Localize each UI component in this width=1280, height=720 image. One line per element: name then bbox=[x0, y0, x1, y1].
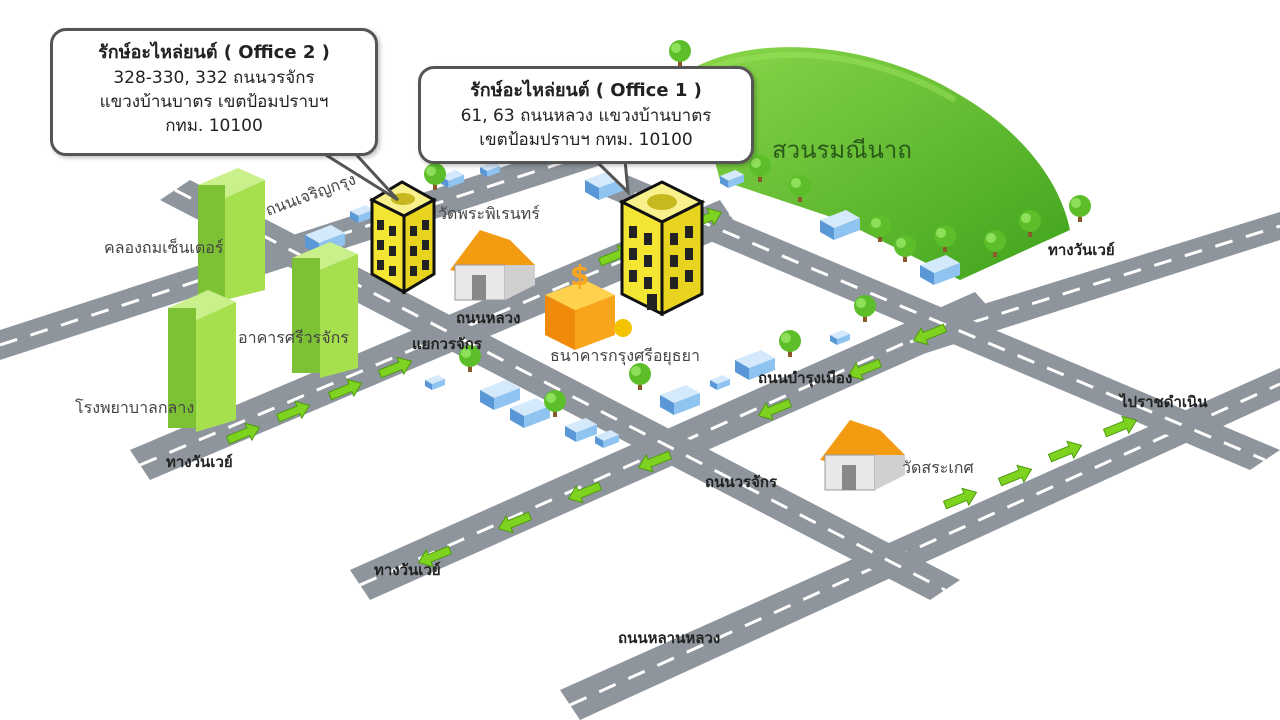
label-central-hospital: โรงพยาบาลกลาง bbox=[75, 398, 195, 417]
office-1-address-line-2: เขตป้อมปราบฯ กทม. 10100 bbox=[479, 130, 693, 150]
label-klong-thom: คลองถมเซ็นเตอร์ bbox=[104, 238, 224, 257]
label-worachak-building: อาคารศรีวรจักร bbox=[238, 328, 349, 347]
label-to-ratchadamnoen: ไปราชดำเนิน bbox=[1120, 393, 1208, 411]
office-2-callout: รักษ์อะไหล่ยนต์ ( Office 2 ) 328-330, 33… bbox=[50, 28, 378, 156]
temple-wat-phra-phiren bbox=[450, 230, 535, 301]
label-krungsri-bank: ธนาคารกรุงศรีอยุธยา bbox=[550, 346, 700, 365]
label-wat-saket: วัดสระเกศ bbox=[902, 458, 974, 477]
office-1-title: รักษ์อะไหล่ยนต์ ( Office 1 ) bbox=[470, 80, 702, 101]
label-worachak-junction: แยกวรจักร bbox=[412, 335, 482, 353]
krungsri-bank-building: $ bbox=[545, 259, 632, 350]
label-one-way-left: ทางวันเวย์ bbox=[166, 453, 233, 471]
label-lan-luang: ถนนหลานหลวง bbox=[618, 629, 721, 647]
temple-wat-saket bbox=[820, 420, 905, 491]
label-wat-phra-phiren: วัดพระพิเรนทร์ bbox=[438, 204, 540, 223]
label-worachak-road: ถนนวรจักร bbox=[705, 473, 777, 491]
office-2-address-line-2: แขวงบ้านบาตร เขตป้อมปราบฯ bbox=[99, 92, 329, 112]
park-label: สวนรมณีนาถ bbox=[772, 136, 912, 164]
label-luang-road: ถนนหลวง bbox=[456, 309, 521, 327]
office-2-building bbox=[368, 180, 438, 295]
green-buildings bbox=[168, 168, 358, 432]
label-one-way-top-right: ทางวันเวย์ bbox=[1048, 241, 1115, 259]
office-1-address-line-1: 61, 63 ถนนหลวง แขวงบ้านบาตร bbox=[460, 106, 712, 126]
office-2-address-line-1: 328-330, 332 ถนนวรจักร bbox=[113, 68, 315, 88]
label-bamrung-muang: ถนนบำรุงเมือง bbox=[758, 369, 853, 387]
office-2-title: รักษ์อะไหล่ยนต์ ( Office 2 ) bbox=[98, 42, 330, 63]
svg-text:$: $ bbox=[570, 259, 589, 292]
road-network bbox=[0, 90, 1280, 720]
park-area bbox=[690, 47, 1070, 280]
label-one-way-bottom: ทางวันเวย์ bbox=[374, 561, 441, 579]
office-1-building bbox=[618, 180, 706, 317]
office-2-address-line-3: กทม. 10100 bbox=[165, 116, 263, 136]
office-1-callout: รักษ์อะไหล่ยนต์ ( Office 1 ) 61, 63 ถนนห… bbox=[418, 66, 754, 164]
